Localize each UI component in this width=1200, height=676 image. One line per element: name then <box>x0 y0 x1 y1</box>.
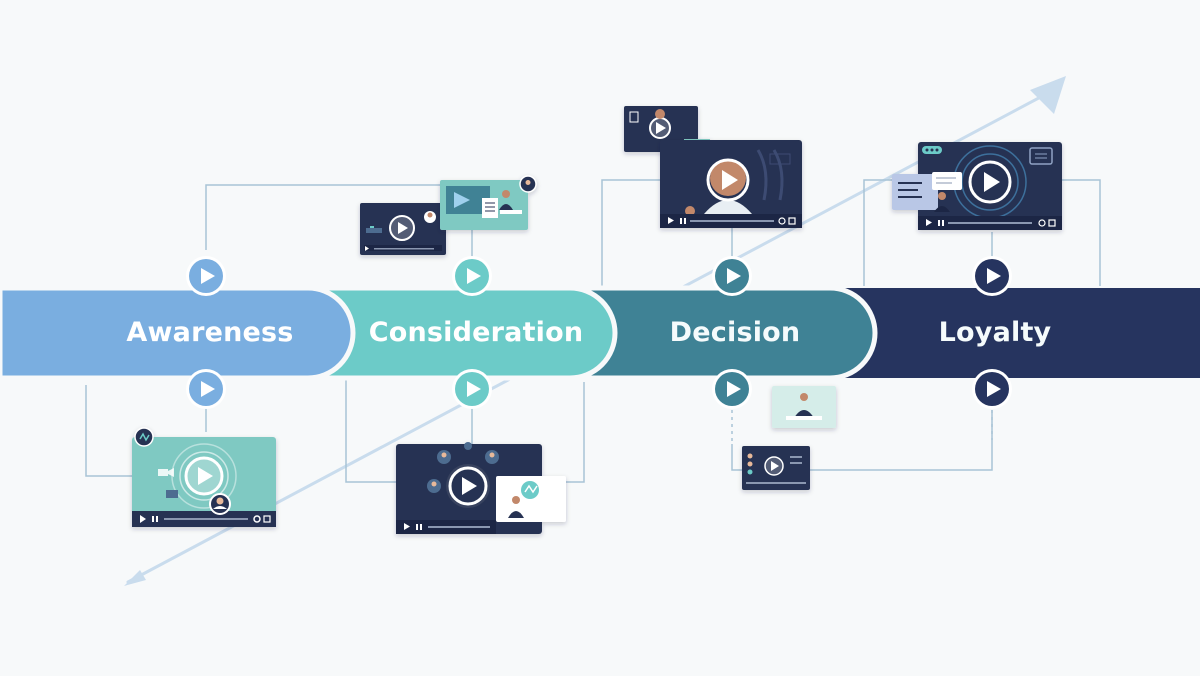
play-icon <box>987 381 1001 397</box>
person-icon <box>938 192 946 200</box>
fullscreen-icon <box>263 515 271 523</box>
play-icon <box>454 192 470 208</box>
play-icon <box>201 381 215 397</box>
settings-icon <box>1038 219 1046 227</box>
play-icon <box>462 477 477 495</box>
play-icon <box>984 172 1000 192</box>
settings-icon <box>253 515 261 523</box>
play-icon <box>722 170 738 190</box>
person-icon <box>512 496 520 504</box>
person-icon <box>216 497 224 505</box>
play-node-decision-top[interactable] <box>712 256 752 296</box>
play-icon <box>467 268 481 284</box>
person-icon <box>427 212 433 218</box>
video-card-consideration-top[interactable] <box>440 175 537 230</box>
stage-band <box>0 285 1200 381</box>
play-icon <box>727 381 741 397</box>
play-icon <box>656 122 666 134</box>
play-nodes <box>186 256 1012 409</box>
trend-arrow-icon <box>1030 76 1066 114</box>
stage-segment-awareness <box>0 285 356 381</box>
chat-icon <box>521 481 539 499</box>
play-node-loyalty-bottom[interactable] <box>972 369 1012 409</box>
stage-segment-loyalty <box>840 288 1200 378</box>
person-icon <box>800 393 808 401</box>
play-icon <box>727 268 741 284</box>
play-node-decision-bottom[interactable] <box>712 369 752 409</box>
fullscreen-icon <box>788 217 796 225</box>
video-card-decision-presenter[interactable] <box>772 386 836 428</box>
stage-segment-consideration <box>317 285 618 381</box>
person-icon <box>655 109 665 119</box>
video-card-decision-bottom[interactable] <box>742 446 810 490</box>
video-card-decision[interactable] <box>660 140 802 228</box>
play-node-awareness-bottom[interactable] <box>186 369 226 409</box>
play-icon <box>201 268 215 284</box>
play-node-consideration-top[interactable] <box>452 256 492 296</box>
play-icon <box>771 461 779 471</box>
play-icon <box>987 268 1001 284</box>
connector-lines <box>85 179 1101 483</box>
video-card-loyalty[interactable] <box>892 142 1062 230</box>
play-node-consideration-bottom[interactable] <box>452 369 492 409</box>
settings-icon <box>778 217 786 225</box>
chat-icon <box>1029 147 1053 165</box>
stage-segment-decision <box>577 285 878 381</box>
play-icon <box>398 222 408 234</box>
video-card-awareness[interactable] <box>132 427 276 527</box>
play-icon <box>467 381 481 397</box>
person-icon <box>502 190 510 198</box>
play-icon <box>198 467 213 485</box>
play-node-loyalty-top[interactable] <box>972 256 1012 296</box>
video-card-consideration-bottom[interactable] <box>396 442 566 534</box>
fullscreen-icon <box>1048 219 1056 227</box>
play-node-awareness-top[interactable] <box>186 256 226 296</box>
video-card-consideration-small[interactable] <box>360 203 446 255</box>
